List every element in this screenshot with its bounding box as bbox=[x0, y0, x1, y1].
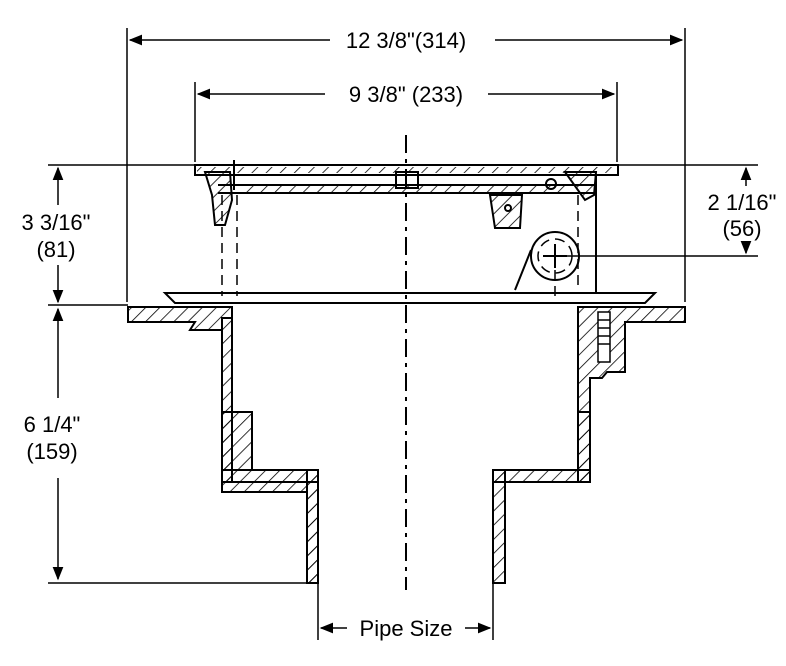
overall-width-dimension: 12 3/8"(314) bbox=[126, 28, 686, 302]
top-height-inches: 3 3/16" bbox=[22, 210, 91, 235]
grate-width-label: 9 3/8" (233) bbox=[349, 82, 463, 107]
top-height-dimension: 3 3/16" (81) bbox=[22, 164, 215, 304]
flange-ring bbox=[162, 292, 658, 304]
strainer-body bbox=[221, 175, 597, 300]
body-height-dimension: 6 1/4" (159) bbox=[24, 304, 318, 584]
body-height-inches: 6 1/4" bbox=[24, 412, 81, 437]
drain-body bbox=[127, 306, 686, 584]
pipe-size-dimension: Pipe Size bbox=[317, 583, 494, 641]
body-height-mm: (159) bbox=[26, 439, 77, 464]
hinge-height-dimension: 2 1/16" (56) bbox=[560, 164, 777, 257]
overall-width-label: 12 3/8"(314) bbox=[346, 28, 466, 53]
pipe-size-label: Pipe Size bbox=[360, 616, 453, 641]
top-height-mm: (81) bbox=[36, 237, 75, 262]
hinge-height-mm: (56) bbox=[722, 216, 761, 241]
hinge-height-inches: 2 1/16" bbox=[708, 190, 777, 215]
grate-width-dimension: 9 3/8" (233) bbox=[194, 82, 618, 162]
